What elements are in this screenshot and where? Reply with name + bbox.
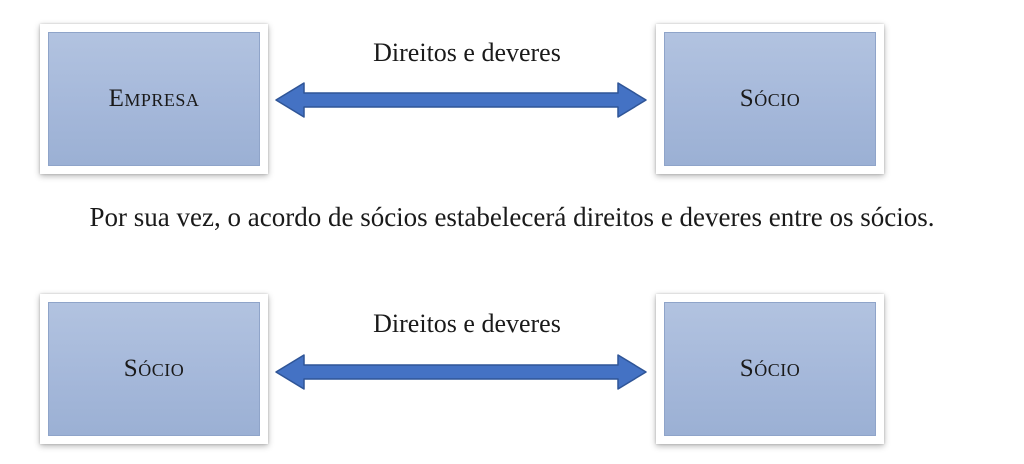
empresa-label: Empresa — [108, 85, 200, 112]
empresa-box: Empresa — [40, 24, 268, 174]
socio-box-top-right: Sócio — [656, 24, 884, 174]
socio-box-bottom-left: Sócio — [40, 294, 268, 444]
double-arrow-icon — [275, 354, 647, 390]
top-arrow-label: Direitos e deveres — [373, 38, 561, 67]
socio-box-bottom-right: Sócio — [656, 294, 884, 444]
socio-label: Sócio — [123, 355, 185, 382]
double-arrow-icon — [275, 82, 647, 118]
body-paragraph: Por sua vez, o acordo de sócios estabele… — [89, 202, 935, 232]
socio-label: Sócio — [739, 85, 801, 112]
socio-label: Sócio — [739, 355, 801, 382]
bottom-arrow-label: Direitos e deveres — [373, 309, 561, 338]
